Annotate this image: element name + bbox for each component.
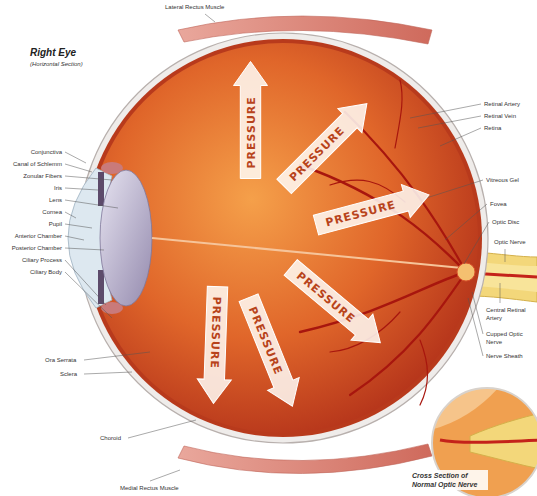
lens (100, 170, 152, 306)
leader-line (505, 249, 506, 262)
part-label: Nerve Sheath (486, 352, 534, 360)
part-label: Medial Rectus Muscle (120, 484, 220, 492)
part-label: Retina (484, 124, 534, 132)
optic-disc (457, 263, 475, 281)
blood-vessel (300, 165, 466, 272)
part-label: Anterior Chamber (4, 232, 62, 240)
part-label: (Horizontal Section) (30, 60, 130, 68)
leader-line (65, 272, 112, 318)
arrow-label: PRESSURE (244, 96, 257, 168)
leader-line (65, 188, 98, 190)
choroid (84, 39, 482, 437)
iris (98, 172, 104, 206)
leader-line (65, 200, 118, 208)
inset-caption: Cross Section of Normal Optic Nerve (410, 470, 488, 490)
part-label: Cupped Optic Nerve (486, 330, 534, 346)
leader-line (84, 352, 150, 360)
leader-line (84, 372, 132, 374)
part-label: Pupil (4, 220, 62, 228)
arrow-body (196, 286, 234, 404)
leader-line (500, 283, 501, 303)
diagram-title: Right Eye (30, 47, 76, 59)
part-label: Posterior Chamber (4, 244, 62, 252)
blood-vessel (420, 340, 428, 405)
iris (98, 270, 104, 304)
leader-line (445, 204, 487, 240)
leader-line (128, 420, 196, 438)
leader-line (468, 298, 483, 356)
part-label: Ciliary Body (4, 268, 62, 276)
part-label: Lens (4, 196, 62, 204)
leader-line (65, 212, 76, 218)
leader-line (418, 116, 481, 128)
arrow-label: PRESSURE (208, 296, 224, 369)
leader-line (420, 180, 483, 200)
part-label: Cornea (4, 208, 62, 216)
leader-line (205, 14, 215, 22)
inset-vessel (440, 440, 537, 442)
leader-line (65, 152, 86, 163)
part-label: Ora Serrata (45, 356, 105, 364)
part-label: Conjunctiva (4, 148, 62, 156)
part-label: Choroid (100, 434, 140, 442)
blood-vessel (395, 80, 402, 148)
part-label: Lateral Rectus Muscle (165, 3, 255, 11)
leader-line (410, 104, 481, 118)
leader-line (464, 222, 489, 264)
arrow-body (232, 291, 307, 412)
part-label: Retinal Artery (484, 100, 534, 108)
arrow-body (233, 62, 267, 179)
leader-line (150, 470, 180, 481)
leader-line (65, 260, 106, 305)
part-label: Optic Nerve (494, 238, 534, 246)
part-label: Iris (4, 184, 62, 192)
sclera (78, 33, 488, 443)
pressure-arrow: PRESSURE (196, 286, 234, 404)
arrow-body (311, 178, 433, 241)
hyaloid-canal (152, 238, 462, 268)
part-label: Vitreous Gel (486, 176, 534, 184)
leader-line (65, 236, 84, 240)
part-label: Sclera (60, 370, 100, 378)
leader-line (65, 224, 92, 228)
leader-line (65, 176, 112, 180)
arrow-body (279, 254, 390, 355)
part-label: Fovea (490, 200, 534, 208)
rectus-muscle (178, 444, 432, 474)
vitreous-body (88, 43, 478, 433)
leader-line (472, 292, 483, 334)
part-label: Optic Disc (492, 218, 534, 226)
part-label: Central Retinal Artery (486, 306, 534, 322)
part-label: Canal of Schlemm (4, 160, 62, 168)
part-label: Zonular Fibers (4, 172, 62, 180)
leader-line (440, 128, 481, 146)
arrow-body (272, 92, 379, 199)
part-label: Retinal Vein (484, 112, 534, 120)
leader-lines (65, 14, 505, 481)
retinal-vessels (300, 80, 466, 405)
pressure-arrow: PRESSURE (233, 62, 267, 179)
part-label: Ciliary Process (4, 256, 62, 264)
leader-line (65, 164, 92, 172)
leader-line (65, 248, 104, 250)
